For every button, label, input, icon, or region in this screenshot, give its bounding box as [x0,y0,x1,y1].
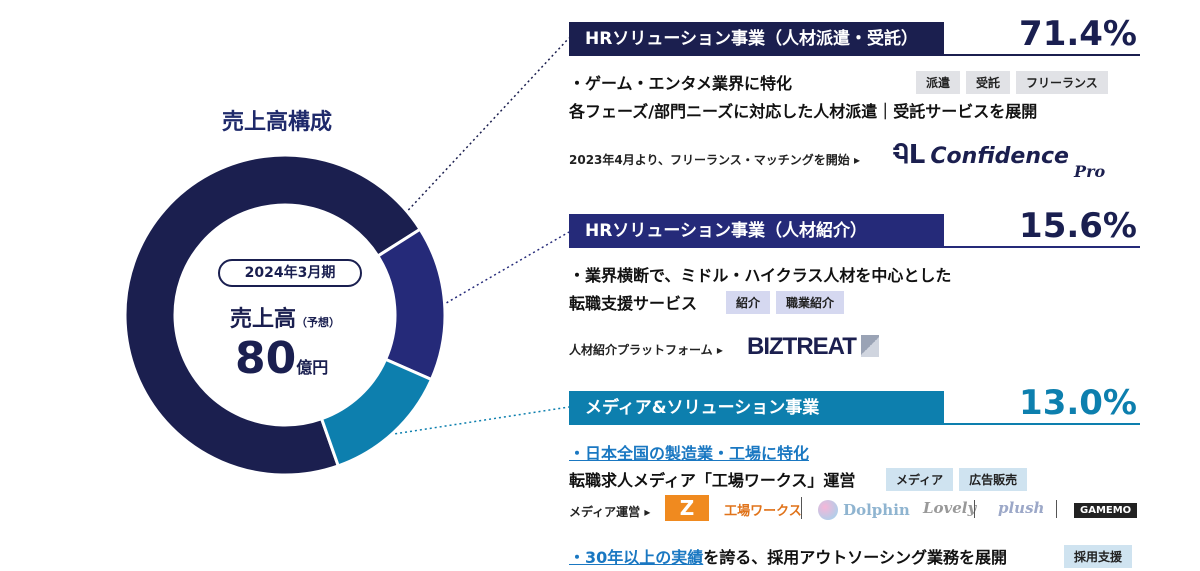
segment-tags: 紹介職業紹介 [720,291,845,314]
segment-line1: ・業界横断で、ミドル・ハイクラス人材を中心とした [569,266,952,285]
segment-header-recruitment: HRソリューション事業（人材紹介） [569,214,944,248]
gamemo-logo: GAMEMO [1074,503,1138,518]
donut-slice [319,357,434,468]
center-sales-unit: 億円 [296,358,329,377]
biztreat-logo: BIZTREAT [747,333,879,361]
kojo-works-mark: Z [665,495,709,521]
confidence-logo-text: Confidence [930,144,1069,169]
segment-note: 人材紹介プラットフォーム ▸ [569,343,723,357]
segment-header-media: メディア&ソリューション事業 [569,391,944,425]
tag: 受託 [966,71,1011,94]
tag: 職業紹介 [776,291,845,314]
confidence-logo-mark: ᏄL [893,140,926,170]
kojo-works-logo: Z 工場ワークス [665,495,802,521]
segment-rule [944,246,1140,248]
segment-line3-text: を誇る、採用アウトソーシング業務を展開 [703,548,1007,567]
segment-line2: 転職支援サービス [569,294,698,313]
biztreat-logo-mark [860,335,879,357]
dolphin-text: Dolphin [843,501,910,519]
segment-header-staffing: HRソリューション事業（人材派遣・受託） [569,22,944,56]
segment-rule [944,54,1140,56]
segment-line3: ・30年以上の実績を誇る、採用アウトソーシング業務を展開 [569,544,1007,568]
center-sales-note: （予想） [296,316,341,329]
leader-line [446,231,570,304]
tag: フリーランス [1016,71,1108,94]
segment-note: 2023年4月より、フリーランス・マッチングを開始 ▸ [569,153,860,167]
segment-pct-staffing: 71.4% [1019,14,1137,54]
segment-pct-recruitment: 15.6% [1019,206,1137,246]
segment-tags: メディア広告販売 [880,468,1028,491]
tag: メディア [886,468,954,491]
segment-pct-media: 13.0% [1019,383,1137,423]
segment-line3-link[interactable]: ・30年以上の実績 [569,548,704,567]
segment-rule [944,423,1140,425]
segment-tags: 派遣受託フリーランス [910,71,1108,94]
leader-line [407,37,570,211]
biztreat-logo-text: BIZTREAT [747,333,857,360]
confidence-logo: ᏄL Confidence Pro [893,140,1105,181]
segment-line2: 各フェーズ/部門ニーズに対応した人材派遣｜受託サービスを展開 [569,102,1038,121]
center-period: 2024年3月期 [218,259,362,287]
logo-separator [974,500,975,518]
chart-title: 売上高構成 [222,110,333,135]
kojo-works-text: 工場ワークス [724,504,802,519]
donut-slice [123,153,423,477]
lovely-logo: Lovely [923,499,977,517]
leader-line [395,406,570,435]
center-sales-value: 80億円 [235,333,329,384]
logo-separator [1056,500,1057,518]
tag: 紹介 [726,291,771,314]
confidence-logo-sub: Pro [1074,162,1106,181]
donut-slice [375,227,447,382]
segment-line2: 転職求人メディア「工場ワークス」運営 [569,471,856,490]
tag: 採用支援 [1064,545,1133,568]
segment-line1-link[interactable]: ・日本全国の製造業・工場に特化 [569,444,810,463]
logo-separator [801,497,802,519]
tag: 広告販売 [959,468,1028,491]
dolphin-logo: Dolphin [818,500,910,520]
segment-tags: 採用支援 [1058,545,1133,568]
plush-logo: plush [998,499,1045,517]
segment-line1: ・ゲーム・エンタメ業界に特化 [569,74,793,93]
tag: 派遣 [916,71,961,94]
dolphin-icon [818,500,838,520]
center-sales-label: 売上高（予想） [230,307,341,332]
segment-note: メディア運営 ▸ [569,505,651,519]
